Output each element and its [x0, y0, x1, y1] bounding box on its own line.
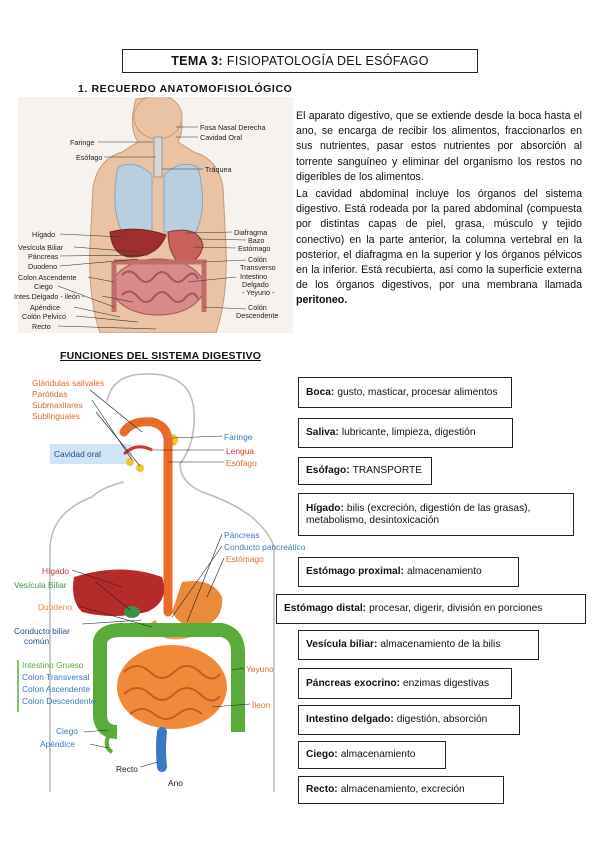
fig2-sublinguales: Sublinguales [32, 411, 80, 421]
fig2-esofago: Esófago [226, 458, 257, 468]
function-text: almacenamiento [406, 566, 482, 577]
function-saliva: Saliva:lubricante, limpieza, digestión [298, 418, 513, 448]
fig1-label-duodeno: Duodeno [28, 262, 58, 271]
function-label: Estómago proximal: [306, 566, 404, 577]
fig2-submaxilares: Submaxilares [32, 400, 83, 410]
fig2-duodeno: Duodeno [38, 602, 72, 612]
fig1-label-apendice: Apéndice [30, 303, 60, 312]
function-vesicula: Vesícula biliar:almacenamiento de la bil… [298, 630, 539, 660]
fig1-label-diafragma: Diafragma [234, 228, 268, 237]
fig2-colon-transversal: Colon Transversal [22, 672, 90, 682]
fig2-recto: Recto [116, 764, 138, 774]
function-text: almacenamiento [340, 749, 416, 760]
fig2-estomago: Estómago [226, 554, 264, 564]
fig2-ciego: Ciego [56, 726, 78, 736]
fig1-label-colon-pelvico: Colón Pelvico [22, 312, 66, 321]
fig1-label-colon-2: Colón [248, 303, 267, 312]
function-higado: Hígado:bilis (excreción, digestión de la… [298, 493, 574, 536]
paragraph-cavidad-abdominal: La cavidad abdominal incluye los órganos… [296, 187, 582, 309]
fig2-cavidad-oral: Cavidad oral [54, 449, 102, 459]
fig1-label-higado: Hígado [32, 230, 56, 239]
function-label: Esófago: [306, 465, 350, 476]
function-label: Intestino delgado: [306, 714, 394, 725]
fig1-label-faringe: Faringe [70, 138, 95, 147]
paragraph-aparato-digestivo: El aparato digestivo, que se extiende de… [296, 110, 582, 183]
fig1-label-bazo: Bazo [248, 236, 265, 245]
function-text: procesar, digerir, división en porciones [369, 603, 543, 614]
fig1-label-vesicula: Vesícula Biliar [18, 243, 64, 252]
fig1-label-pancreas: Páncreas [28, 252, 59, 261]
function-label: Ciego: [306, 749, 338, 760]
fig1-label-fosa-nasal: Fosa Nasal Derecha [200, 123, 266, 132]
function-boca: Boca:gusto, masticar, procesar alimentos [298, 377, 512, 408]
function-text: almacenamiento, excreción [340, 784, 465, 795]
fig2-ileon: Íleon [252, 700, 271, 710]
function-label: Boca: [306, 386, 335, 398]
fig1-label-colon: Colón [248, 255, 267, 264]
fig2-intestino-grueso: Intestino Grueso [22, 660, 84, 670]
function-esofago: Esófago:TRANSPORTE [298, 457, 432, 485]
function-text: enzimas digestivas [403, 677, 490, 689]
function-label: Hígado: [306, 503, 344, 514]
digestive-illustration [17, 373, 275, 792]
function-text: gusto, masticar, procesar alimentos [337, 386, 498, 398]
fig1-label-descendente: Descendente [236, 311, 279, 320]
fig2-colon-ascendente: Colon Ascendente [22, 684, 90, 694]
fig1-label-ciego: Ciego [34, 282, 53, 291]
fig1-label-cavidad-oral: Cavidad Oral [200, 133, 242, 142]
function-pancreas: Páncreas exocrino:enzimas digestivas [298, 668, 512, 699]
function-label: Páncreas exocrino: [306, 677, 400, 689]
fig2-comun: común [24, 636, 50, 646]
fig1-label-traquea: Tráquea [205, 165, 232, 174]
fig2-conducto-pancreatico: Conducto pancreático [224, 542, 306, 552]
fig2-ano: Ano [168, 778, 183, 788]
fig2-conducto-biliar: Conducto biliar [14, 626, 70, 636]
fig2-vesicula-biliar: Vesícula Biliar [14, 580, 67, 590]
function-estomago-distal: Estómago distal:procesar, digerir, divis… [276, 594, 586, 624]
fig1-label-intestino: Intestino [240, 272, 268, 281]
title-bold: TEMA 3: [171, 54, 223, 68]
title-rest: FISIOPATOLOGÍA DEL ESÓFAGO [226, 54, 429, 68]
anatomy-illustration [18, 94, 293, 334]
function-text: digestión, absorción [396, 714, 488, 725]
page-title: TEMA 3: FISIOPATOLOGÍA DEL ESÓFAGO [122, 49, 478, 73]
fig2-pancreas: Páncreas [224, 530, 260, 540]
fig2-higado: Hígado [42, 566, 70, 576]
fig1-label-intestino-ileon: Intes.Delgado - ileón - [14, 292, 85, 301]
function-ciego: Ciego:almacenamiento [298, 741, 446, 769]
function-text: almacenamiento de la bilis [380, 639, 501, 650]
function-text: TRANSPORTE [352, 465, 423, 476]
function-label: Recto: [306, 784, 338, 795]
fig1-label-recto: Recto [32, 322, 51, 331]
fig1-label-estomago: Estómago [238, 244, 271, 253]
function-intestino-delgado: Intestino delgado:digestión, absorción [298, 705, 520, 735]
fig2-lengua: Lengua [226, 446, 254, 456]
paragraph-peritoneo: peritoneo. [296, 294, 348, 307]
section-heading-recuerdo: 1. RECUERDO ANATOMOFISIOLÓGICO [78, 83, 293, 95]
function-label: Saliva: [306, 427, 339, 438]
fig1-label-esofago: Esófago [76, 153, 103, 162]
fig1-label-transverso: Transverso [240, 263, 276, 272]
function-recto: Recto:almacenamiento, excreción [298, 776, 504, 804]
digestive-figure: Glándulas salivales Parótidas Submaxilar… [12, 372, 305, 792]
fig2-salivales-title: Glándulas salivales [32, 378, 105, 388]
anatomy-figure: Faringe Esófago Hígado Vesícula Biliar P… [14, 94, 293, 334]
fig2-colon-descendente: Colon Descendente [22, 696, 96, 706]
fig1-label-delgado: Delgado [242, 280, 269, 289]
fig1-label-yeyuno: - Yeyuno - [242, 288, 275, 297]
fig2-yeyuno: Yeyuno [246, 664, 274, 674]
function-label: Vesícula biliar: [306, 639, 378, 650]
fig1-label-colon-ascendente: Colon Ascendente [18, 273, 77, 282]
fig2-faringe: Faringe [224, 432, 253, 442]
function-text: lubricante, limpieza, digestión [341, 427, 476, 438]
section-heading-funciones: FUNCIONES DEL SISTEMA DIGESTIVO [60, 350, 262, 362]
fig2-parotidas: Parótidas [32, 389, 68, 399]
function-label: Estómago distal: [284, 603, 367, 614]
function-estomago-proximal: Estómago proximal:almacenamiento [298, 557, 519, 587]
fig2-apendice: Apéndice [40, 739, 75, 749]
paragraph-cavidad-text: La cavidad abdominal incluye los órganos… [296, 188, 582, 292]
function-text: bilis (excreción, digestión de las grasa… [306, 503, 531, 526]
